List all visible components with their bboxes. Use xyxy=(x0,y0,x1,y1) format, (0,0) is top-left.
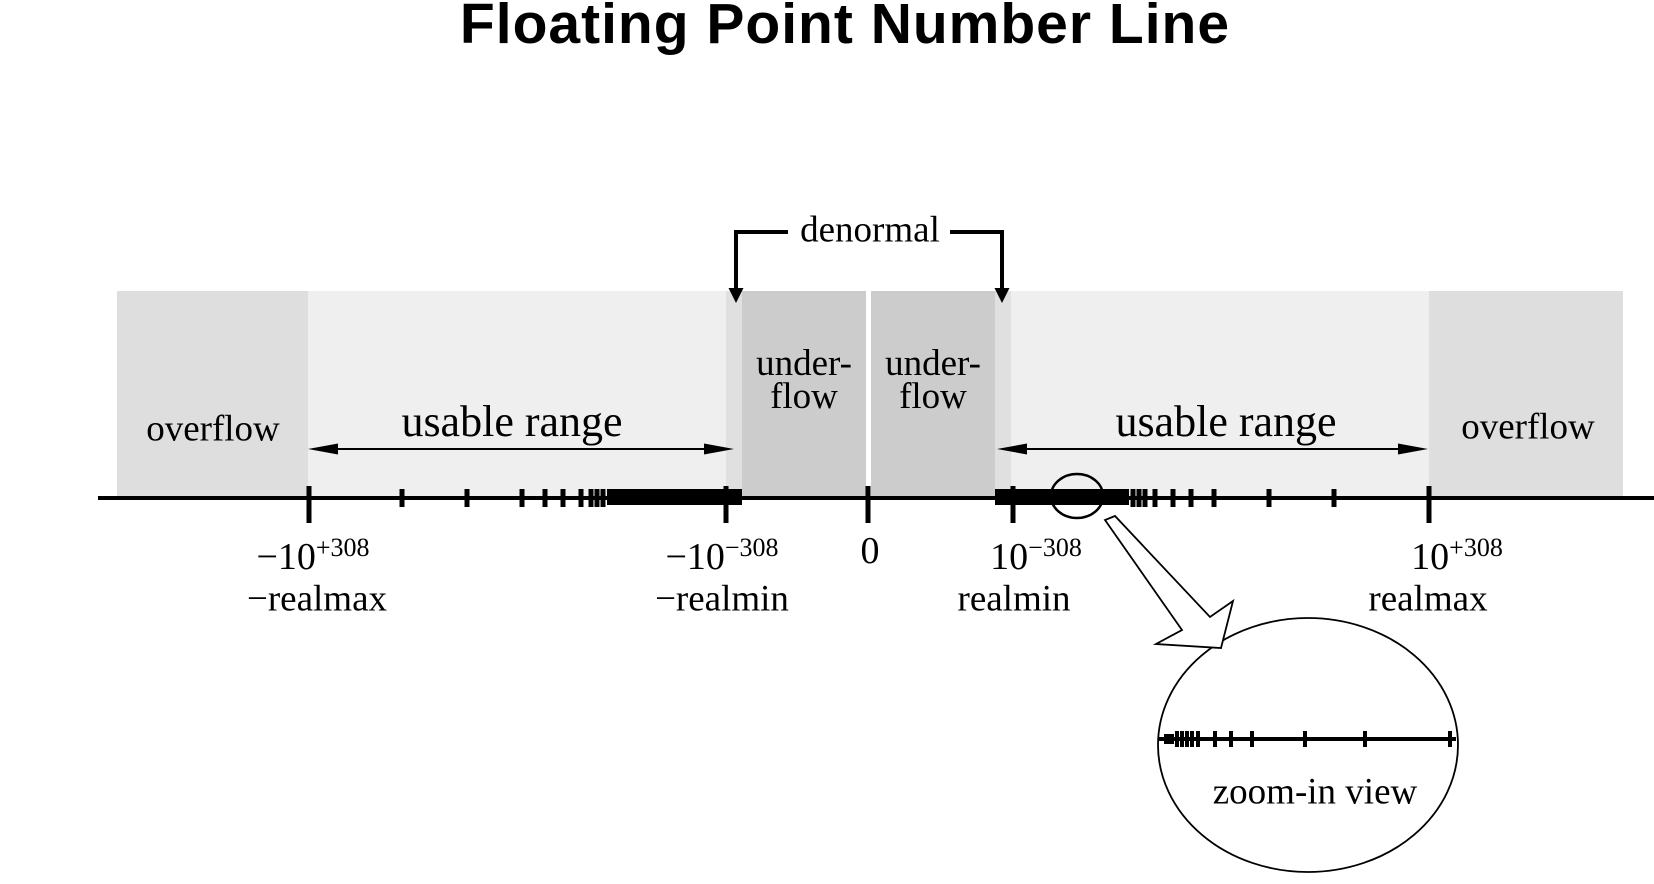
zoom-inset-ticks xyxy=(1164,731,1452,747)
realmin-name-label: realmin xyxy=(957,578,1071,620)
neg-realmax-name-label: −realmax xyxy=(246,578,388,620)
realmin-mantissa: 10 xyxy=(990,536,1029,579)
underflow-label-left-line2: flow xyxy=(770,376,838,417)
neg-realmax-exponent: +308 xyxy=(315,533,370,563)
underflow-label-left: under- flow xyxy=(756,345,852,415)
realmax-mantissa: 10 xyxy=(1411,536,1450,579)
zoom-in-view-label: zoom-in view xyxy=(1212,771,1418,813)
underflow-region-left xyxy=(742,291,866,496)
underflow-label-right: under- flow xyxy=(885,345,981,415)
overflow-label-right: overflow xyxy=(1461,406,1595,448)
underflow-label-right-line2: flow xyxy=(899,376,967,417)
underflow-label-right-line1: under- xyxy=(885,343,981,384)
realmin-power-label: 10−308 xyxy=(990,534,1082,578)
underflow-label-left-line1: under- xyxy=(756,343,852,384)
denormal-label: denormal xyxy=(800,209,940,251)
overflow-label-left: overflow xyxy=(146,408,280,450)
neg-realmax-mantissa: −10 xyxy=(256,536,316,579)
overflow-region-left xyxy=(117,291,308,496)
number-line-axis xyxy=(98,496,1654,500)
neg-realmin-mantissa: −10 xyxy=(665,536,725,579)
neg-realmax-power-label: −10+308 xyxy=(256,534,369,578)
figure-title: Floating Point Number Line xyxy=(459,0,1231,56)
usable-range-label-left: usable range xyxy=(401,396,623,446)
realmax-power-label: 10+308 xyxy=(1411,534,1503,578)
underflow-region-right xyxy=(871,291,995,496)
zoom-inset-ellipse xyxy=(1157,617,1459,873)
usable-range-region-left xyxy=(308,291,726,496)
denormal-strip-right xyxy=(995,291,1011,496)
usable-range-label-right: usable range xyxy=(1115,396,1337,446)
overflow-region-right xyxy=(1429,291,1623,496)
realmax-name-label: realmax xyxy=(1368,578,1488,620)
realmax-exponent: +308 xyxy=(1449,533,1503,563)
neg-realmin-power-label: −10−308 xyxy=(665,534,778,578)
zoom-inset-axis xyxy=(1158,737,1456,741)
neg-realmin-name-label: −realmin xyxy=(655,578,789,620)
zero-label: 0 xyxy=(860,530,880,573)
neg-realmin-exponent: −308 xyxy=(724,533,779,563)
zoom-pointer-arrow xyxy=(1103,514,1235,649)
usable-range-region-right xyxy=(1011,291,1429,496)
denormal-strip-left xyxy=(726,291,742,496)
realmin-exponent: −308 xyxy=(1028,533,1082,563)
